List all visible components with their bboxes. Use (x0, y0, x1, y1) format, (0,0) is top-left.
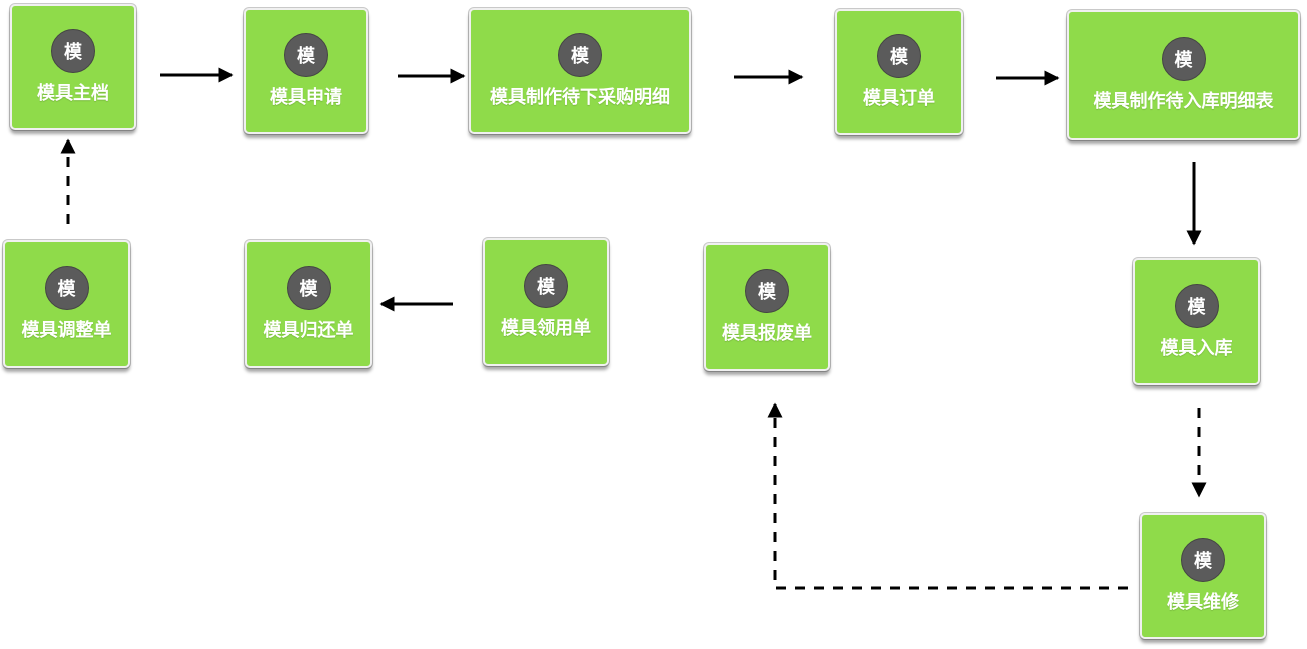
mold-badge-icon: 模 (524, 264, 568, 308)
node-mold-repair[interactable]: 模 模具维修 (1140, 513, 1266, 639)
edge-repair-to-scrap (767, 402, 1128, 590)
mold-badge-icon: 模 (877, 34, 921, 78)
node-mold-issue[interactable]: 模 模具领用单 (483, 238, 609, 366)
node-label: 模具归还单 (263, 320, 354, 341)
mold-badge-icon: 模 (51, 29, 95, 73)
node-mold-adjustment[interactable]: 模 模具调整单 (3, 240, 130, 368)
node-label: 模具制作待入库明细表 (1093, 91, 1274, 112)
node-mold-instock[interactable]: 模 模具入库 (1133, 258, 1260, 385)
mold-badge-icon: 模 (286, 266, 331, 310)
node-label: 模具入库 (1160, 337, 1233, 359)
mold-badge-icon: 模 (745, 269, 789, 313)
mold-badge-icon: 模 (558, 33, 602, 77)
node-mold-purchase-detail[interactable]: 模 模具制作待下采购明细 (469, 8, 691, 134)
node-mold-return[interactable]: 模 模具归还单 (245, 240, 372, 368)
node-mold-order[interactable]: 模 模具订单 (835, 9, 963, 135)
node-mold-stock-detail[interactable]: 模 模具制作待入库明细表 (1067, 10, 1300, 140)
mold-badge-icon: 模 (1181, 538, 1225, 582)
node-mold-master[interactable]: 模 模具主档 (10, 4, 136, 130)
mold-badge-icon: 模 (284, 33, 328, 77)
node-label: 模具维修 (1167, 592, 1239, 613)
node-mold-request[interactable]: 模 模具申请 (244, 8, 368, 134)
mold-badge-icon: 模 (44, 266, 89, 310)
node-label: 模具制作待下采购明细 (490, 87, 670, 108)
mold-badge-icon: 模 (1174, 283, 1219, 328)
mold-badge-icon: 模 (1161, 37, 1206, 81)
node-label: 模具订单 (863, 88, 935, 109)
node-label: 模具报废单 (722, 323, 812, 344)
node-mold-scrap[interactable]: 模 模具报废单 (704, 243, 830, 371)
node-label: 模具调整单 (21, 320, 112, 341)
node-label: 模具领用单 (501, 318, 591, 339)
node-label: 模具申请 (270, 87, 342, 108)
node-label: 模具主档 (37, 83, 109, 104)
